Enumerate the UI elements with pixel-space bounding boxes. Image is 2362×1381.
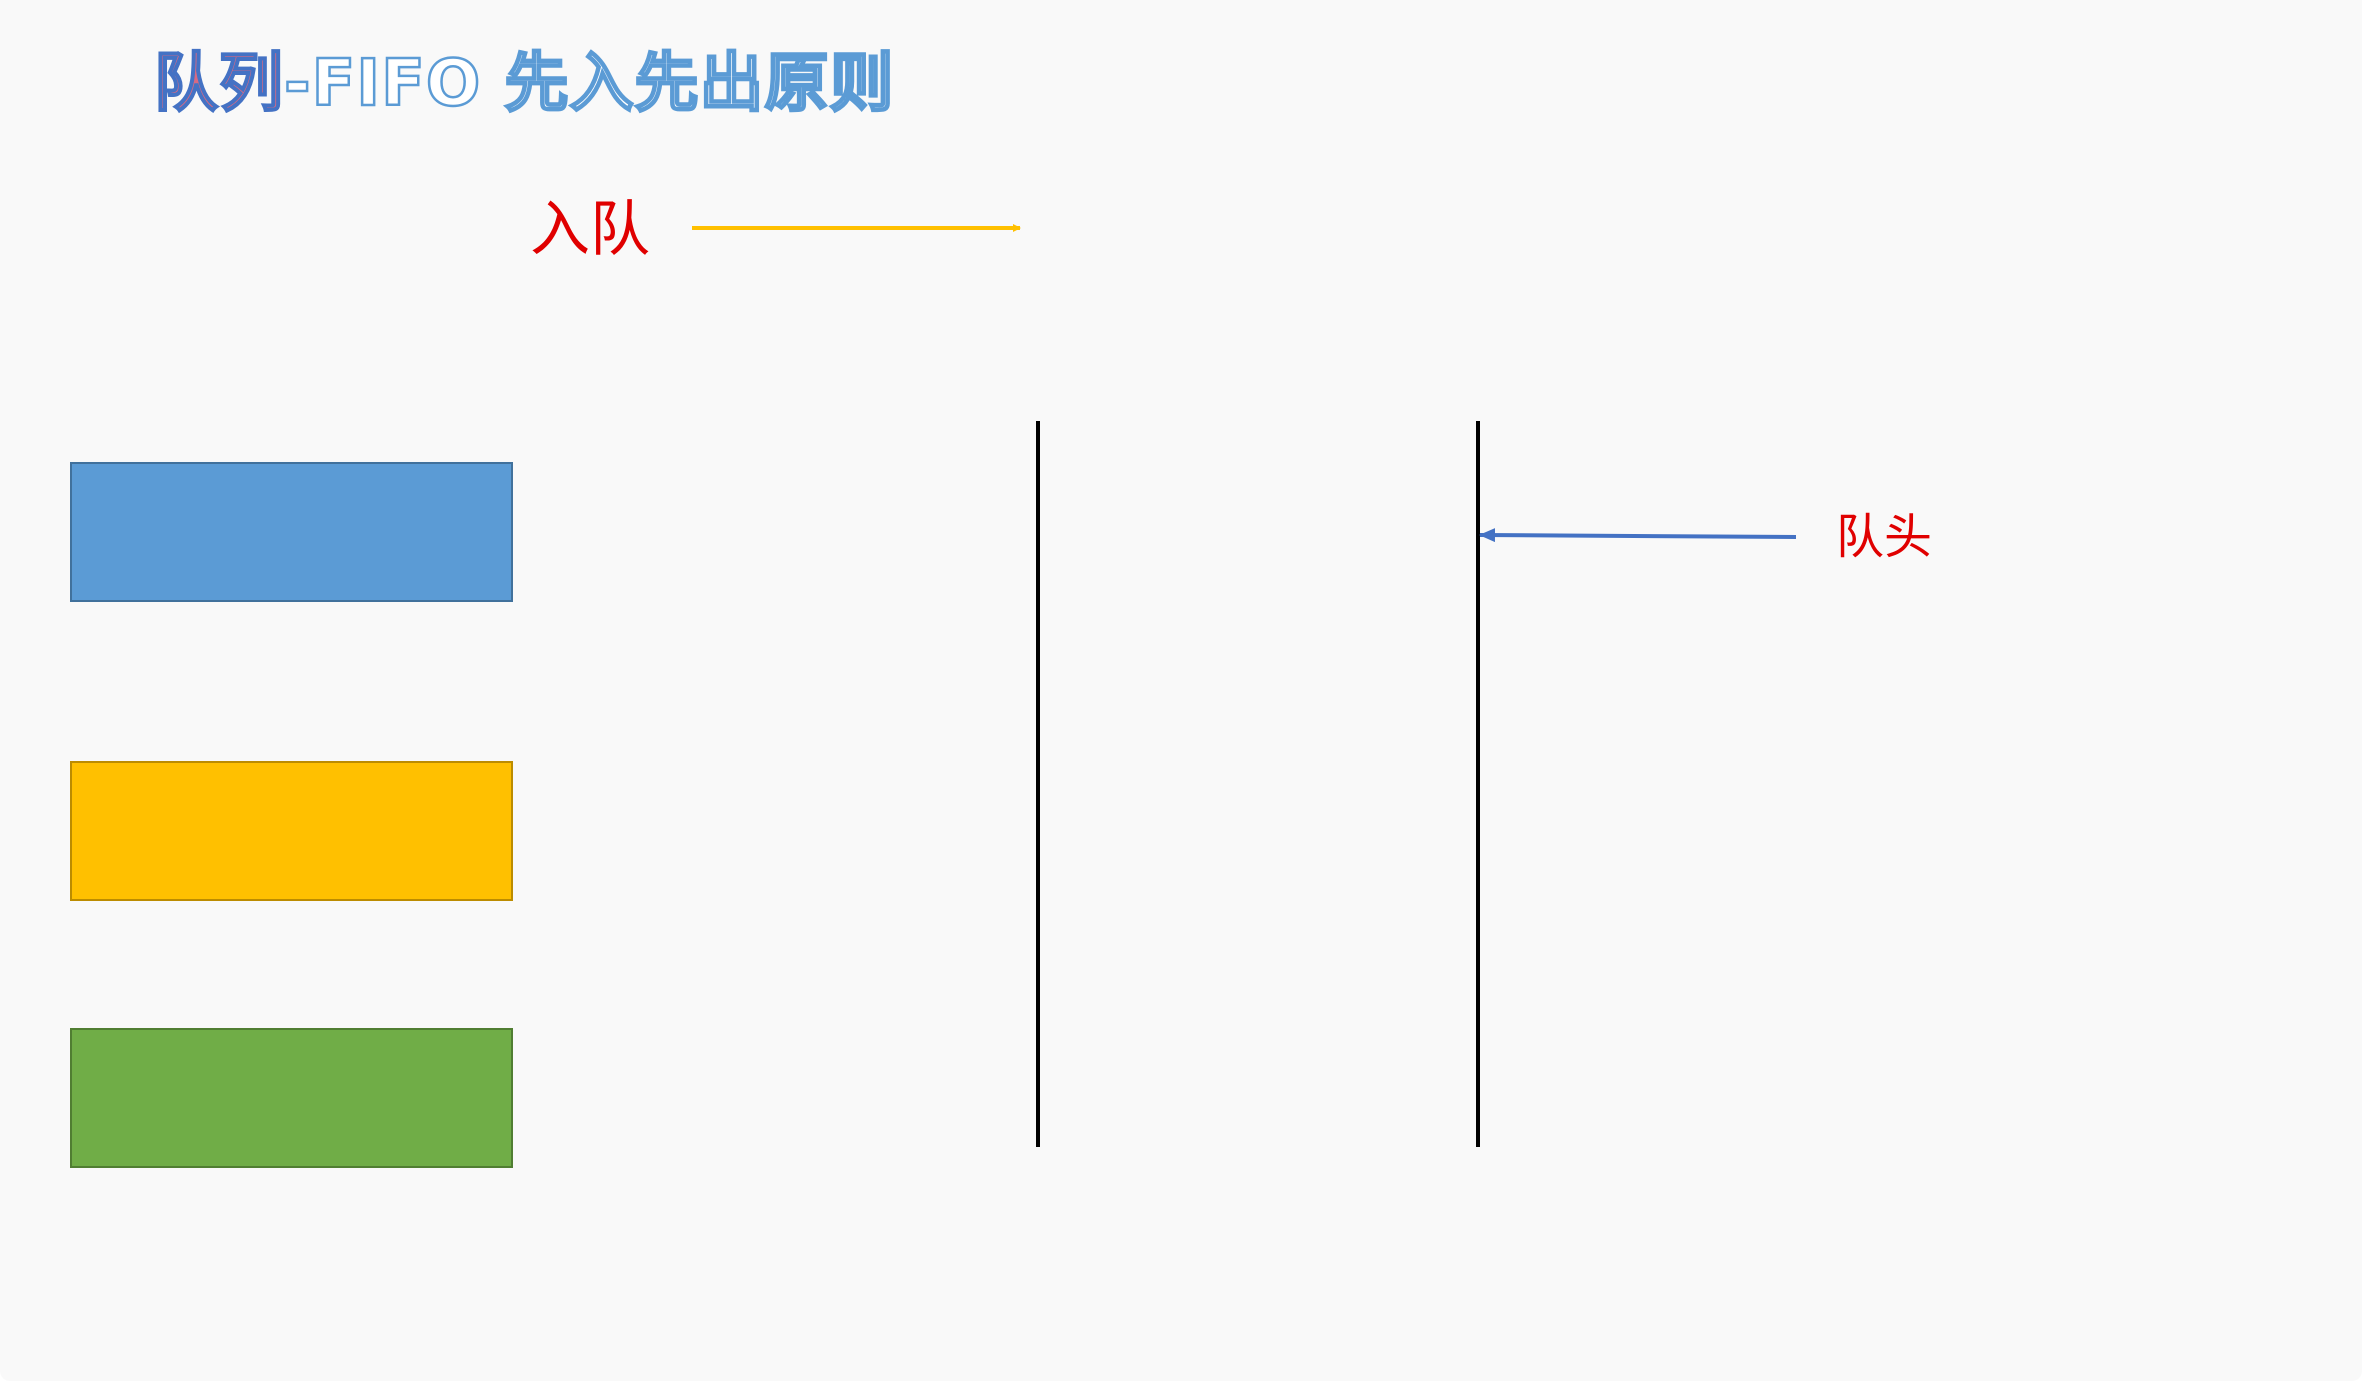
queue-element-green[interactable]: [70, 1028, 513, 1168]
queue-head-label: 队头: [1836, 509, 1933, 565]
enqueue-label: 入队: [530, 195, 650, 265]
title-queue-text: 队列: [153, 47, 284, 121]
queue-element-blue[interactable]: [70, 462, 513, 602]
queue-element-yellow[interactable]: [70, 761, 513, 901]
queue-head-boundary-line: [1476, 421, 1480, 1147]
queue-tail-boundary-line: [1036, 421, 1040, 1147]
page-title: 队列-FIFO 先入先出原则: [153, 51, 895, 118]
title-fifo-text: -FIFO 先入先出原则: [283, 47, 895, 121]
queue-head-arrow: [1479, 528, 1797, 543]
